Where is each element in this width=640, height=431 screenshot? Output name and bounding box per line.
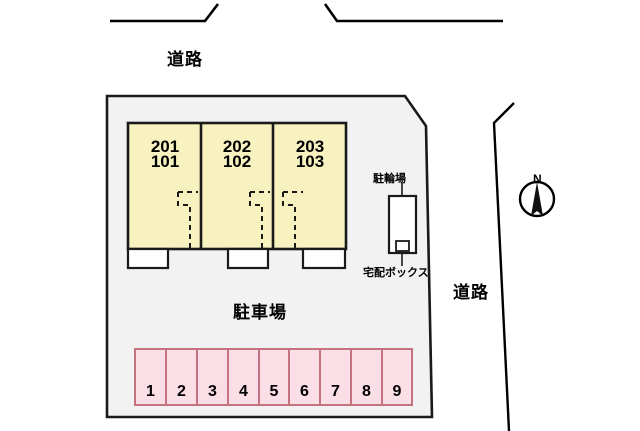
stall-number-6: 6: [300, 383, 309, 400]
unit-upper-203: 203: [295, 137, 325, 156]
road-top-lines: [110, 3, 503, 23]
entrance-box-102: [226, 247, 270, 270]
unit-upper-201: 201: [150, 137, 180, 156]
bicycle-parking-group: [387, 183, 418, 266]
parking-lot-label: 駐車場: [233, 303, 287, 322]
stall-number-3: 3: [208, 383, 217, 400]
stairs-unit-101: [177, 191, 198, 249]
stall-number-2: 2: [177, 383, 186, 400]
stairs-unit-102: [249, 191, 270, 249]
road-top-right-line: [323, 3, 503, 23]
stall-number-1: 1: [146, 383, 155, 400]
entrance-box-103: [301, 247, 347, 270]
delivery-box: [395, 240, 410, 252]
unit-label-203: 203 103: [280, 137, 340, 171]
stall-number-5: 5: [269, 383, 279, 400]
entrance-box-101: [126, 247, 170, 270]
bicycle-parking-label: 駐輪場: [373, 173, 406, 185]
unit-upper-202: 202: [222, 137, 252, 156]
road-right-lines: [492, 102, 515, 431]
stairs-unit-103: [282, 191, 303, 249]
road-right-line: [492, 102, 515, 431]
compass-north-label: N: [533, 172, 542, 186]
compass-rose: [518, 180, 556, 218]
compass-needle-icon: [531, 182, 543, 216]
delivery-box-label: 宅配ボックス: [363, 267, 429, 279]
unit-lower-101: 101: [150, 152, 180, 171]
road-top-left-line: [110, 3, 220, 23]
road-label-top: 道路: [167, 50, 203, 69]
stall-number-7: 7: [331, 383, 340, 400]
stall-number-8: 8: [362, 383, 371, 400]
unit-lower-103: 103: [295, 152, 325, 171]
parking-stall-block: [134, 348, 413, 406]
stall-number-9: 9: [392, 383, 402, 400]
unit-label-201: 201 101: [135, 137, 195, 171]
apartment-building: [126, 121, 348, 270]
building-outline: [126, 121, 348, 251]
parking-stalls: [134, 348, 413, 406]
unit-lower-102: 102: [222, 152, 252, 171]
stall-number-4: 4: [239, 383, 248, 400]
unit-label-202: 202 102: [207, 137, 267, 171]
road-label-right: 道路: [453, 283, 489, 302]
